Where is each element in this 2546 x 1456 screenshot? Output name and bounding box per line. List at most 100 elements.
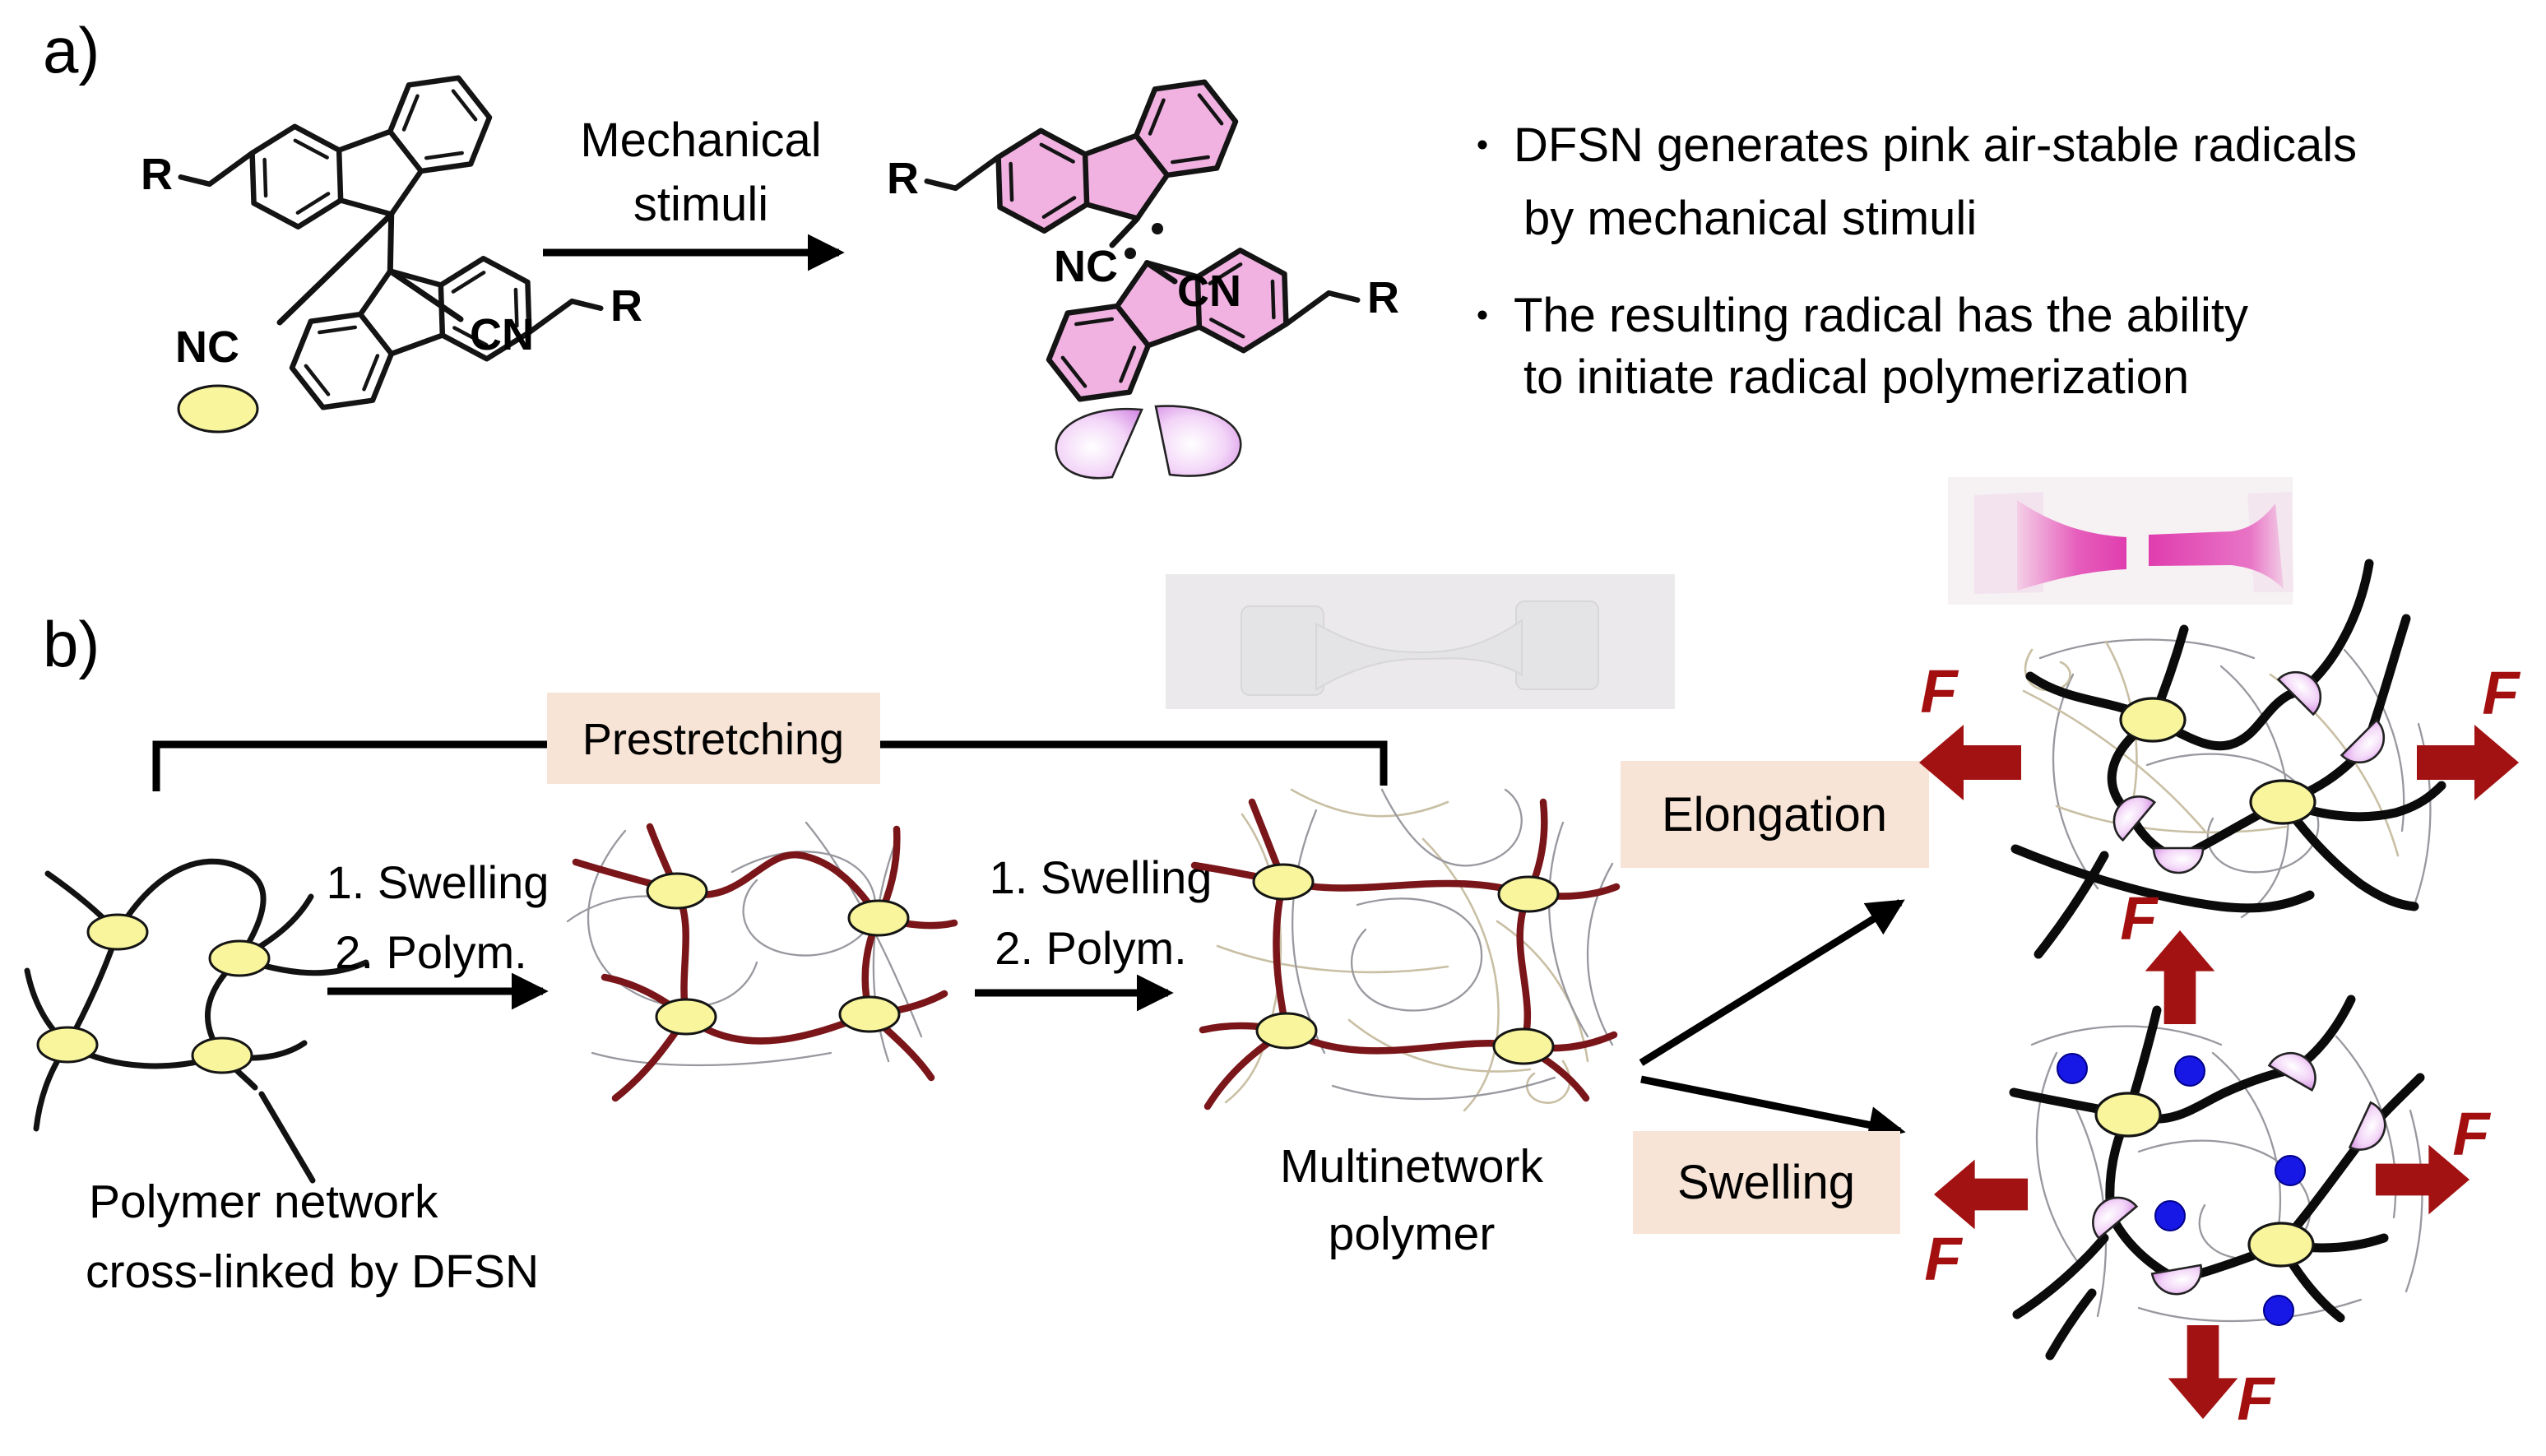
solvent-molecule [2057, 1053, 2088, 1084]
force-label: F [2482, 659, 2520, 727]
strand [2035, 1051, 2083, 1268]
broken-neck-left [2017, 500, 2126, 591]
swelling-label-box: Swelling [1633, 1131, 1900, 1234]
strand [1516, 890, 1533, 1050]
activated-radical-disc [2152, 846, 2205, 874]
split-ellipse-right-half [1154, 405, 1242, 477]
elongation-label: Elongation [1662, 788, 1887, 842]
strand [1347, 1018, 1532, 1073]
bullet-1-line2: by mechanical stimuli [1523, 192, 1977, 245]
caption-pointer-line [258, 1091, 316, 1184]
bullet-notes: DFSN generates pink air-stable radicals … [1477, 118, 2357, 404]
swelling-box [1633, 1131, 1900, 1234]
strand [673, 851, 883, 922]
strand [2055, 805, 2289, 834]
force-label: F [1920, 657, 1959, 726]
force-arrow-down [2168, 1324, 2238, 1420]
strand [730, 851, 877, 957]
strand [2148, 684, 2308, 751]
network-1-dfsn-crosslinked: Polymer network cross-linked by DFSN [24, 858, 539, 1298]
bullet-dot [1477, 140, 1487, 150]
crosslink-node [646, 872, 708, 910]
strand [587, 829, 758, 1009]
strand [2211, 1051, 2282, 1227]
multinetwork-caption-line1: Multinetwork [1280, 1140, 1543, 1193]
crosslink-node [847, 899, 910, 937]
swelling-polym-step-1: 1. Swelling 2. Polym. [327, 856, 549, 1010]
crosslink-node [1497, 875, 1560, 913]
crosslink-node [2119, 697, 2187, 743]
specimen-grip [1515, 600, 1599, 690]
force-label: F [2120, 884, 2159, 953]
to-elongation-arrow [1639, 899, 1905, 1066]
nitrile-label: NC [1054, 242, 1118, 291]
dfsn-legend-ellipse [177, 384, 259, 434]
bullet-2-line2: to initiate radical polymerization [1523, 350, 2189, 404]
network-elongated: F F [1919, 559, 2520, 959]
unstretched-specimen-photo [1166, 574, 1675, 709]
solvent-molecule [2174, 1055, 2205, 1087]
strand [2137, 1139, 2312, 1260]
network-2-prestretched [566, 821, 958, 1102]
bullet-2-line1: The resulting radical has the ability [1514, 289, 2248, 342]
network1-caption-line1: Polymer network [89, 1175, 438, 1228]
crosslink-node [36, 1026, 99, 1064]
radical-dot [1125, 248, 1136, 259]
broken-neck-right [2149, 503, 2284, 589]
step2-line1: 1. Swelling [990, 851, 1213, 903]
strand [2010, 844, 2315, 913]
prestretching-bracket: Prestretching [152, 693, 1388, 791]
strand [2278, 797, 2419, 911]
strand [1586, 862, 1614, 1046]
bullet-1-line1: DFSN generates pink air-stable radicals [1514, 118, 2357, 172]
strand [2012, 1233, 2109, 1319]
strand [2145, 753, 2320, 874]
prestretching-box [547, 693, 880, 784]
crosslink-node [1255, 1012, 1318, 1050]
nitrile-label: CN [470, 310, 534, 359]
crosslink-node [208, 939, 271, 977]
force-label: F [2452, 1100, 2491, 1168]
crosslink-node [838, 995, 901, 1033]
fluorene-top [178, 63, 509, 277]
strand [2045, 1288, 2097, 1361]
strand [2038, 638, 2256, 660]
bullet-dot [1477, 310, 1487, 320]
multinetwork-caption-line2: polymer [1329, 1208, 1496, 1260]
strand [1548, 821, 1589, 1038]
crosslink-node [86, 913, 149, 951]
nitrile-bond-right [387, 268, 464, 322]
strand [114, 858, 267, 962]
panel-b-label: b) [43, 608, 100, 680]
crosslink-node [2094, 1092, 2162, 1138]
radical-dot [1152, 223, 1163, 234]
step1-line2: 2. Polym. [335, 926, 526, 978]
elongation-box [1621, 761, 1929, 868]
strand [1224, 813, 1282, 1104]
r-group-label: R [1367, 273, 1399, 322]
strand [2298, 559, 2374, 694]
nitrile-bond-left [276, 211, 395, 326]
crosslink-node [2247, 1222, 2315, 1268]
force-arrow-left [1933, 1159, 2029, 1230]
crosslink-node [2249, 779, 2316, 825]
central-cc-bond [387, 211, 395, 274]
network-swollen: F F F F [1924, 884, 2491, 1433]
strand [2034, 851, 2109, 959]
network-3-multinetwork: Multinetwork polymer [1190, 788, 1621, 1260]
r-group-label: R [141, 150, 173, 199]
strand [2030, 1025, 2223, 1046]
nitrile-bond-right [1143, 260, 1178, 285]
bracket-right [880, 740, 1388, 786]
crosslink-node [1252, 863, 1315, 901]
strand [591, 1051, 832, 1067]
crosslink-node [191, 1036, 253, 1074]
r-group-label: R [610, 281, 642, 331]
swelling-label: Swelling [1677, 1156, 1855, 1209]
crosslink-node [655, 998, 717, 1036]
strand [1282, 1027, 1528, 1055]
bracket-left [152, 740, 547, 791]
strand [2405, 1109, 2423, 1293]
